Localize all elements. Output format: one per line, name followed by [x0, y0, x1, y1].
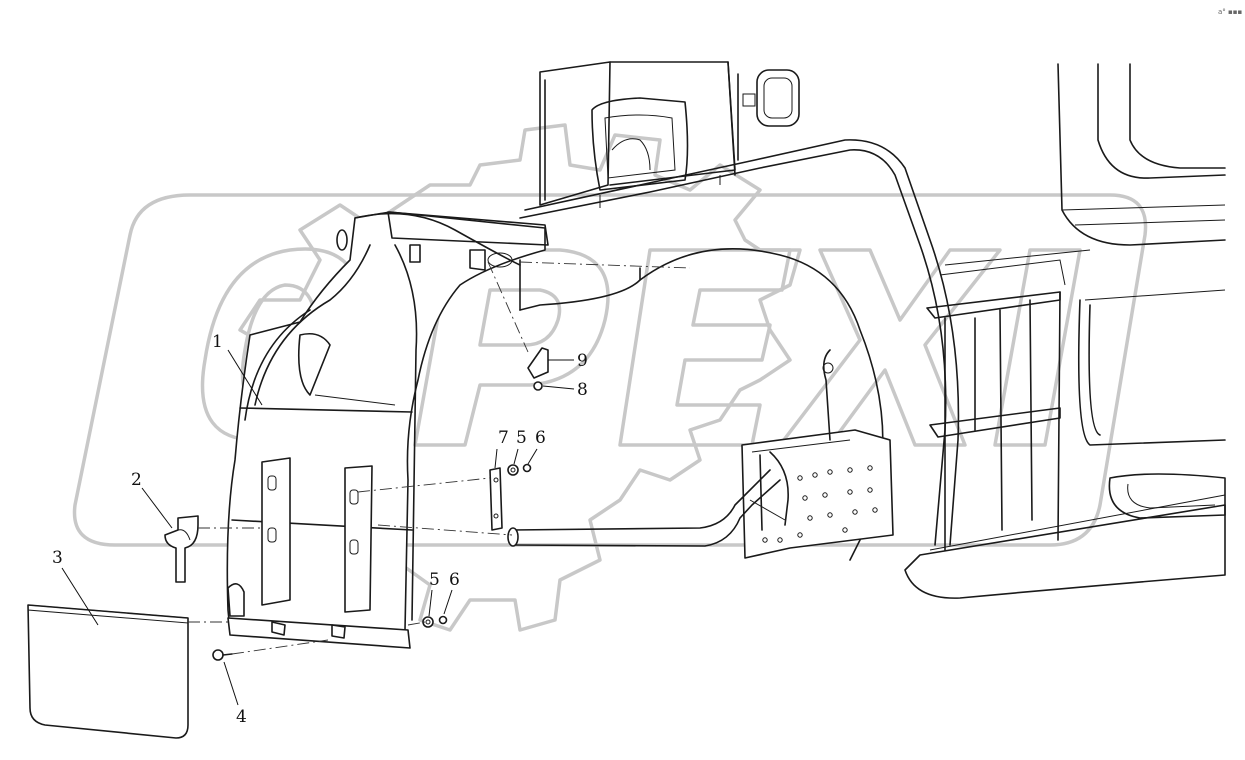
- parts-5-6-upper: [507, 463, 532, 476]
- callout-6-upper: 6: [535, 428, 546, 448]
- part-7-bracket: [489, 467, 503, 531]
- fender-top-rail: [387, 211, 549, 246]
- callout-3: 3: [52, 548, 63, 568]
- part-8-screw: [533, 381, 543, 391]
- callout-8: 8: [577, 380, 588, 400]
- callout-4: 4: [236, 707, 247, 727]
- callout-labels: 1 2 3 4 5 6 7 5 6 8 9: [52, 332, 588, 727]
- fender-corner-bracket: [227, 583, 245, 617]
- callout-7: 7: [498, 428, 509, 448]
- fender-strap-right: [344, 465, 373, 613]
- watermark-letter-i: [993, 248, 1082, 447]
- cab-front-pillar: [1057, 63, 1226, 246]
- cab-door-panel: [539, 61, 611, 206]
- rear-fender-main: [226, 211, 549, 649]
- entry-step-lower: [929, 407, 1061, 438]
- part-2-clamp: [164, 515, 199, 583]
- part-4-bolt: [212, 649, 233, 661]
- truck-cab-body: [519, 61, 1226, 599]
- wheel-arch-opening: [519, 248, 884, 561]
- watermark-letter-x: [778, 248, 1002, 447]
- corner-mark: a° ▪▪▪: [1218, 8, 1243, 16]
- watermark-letter-p: [413, 248, 610, 447]
- callout-9: 9: [577, 351, 588, 371]
- cab-window-vent: [591, 97, 689, 191]
- fender-inner-recess: [297, 332, 331, 396]
- parts-5-6-lower: [422, 615, 448, 628]
- leader-lines: [61, 349, 575, 706]
- callout-5-upper: 5: [516, 428, 527, 448]
- callout-6-lower: 6: [449, 570, 460, 590]
- part-3-mud-flap: [27, 604, 189, 739]
- front-bumper: [904, 504, 1226, 599]
- part-9-clip: [527, 347, 549, 379]
- watermark-letter-e: [618, 248, 792, 447]
- fender-bottom-flange: [227, 617, 411, 649]
- callout-1: 1: [212, 332, 223, 352]
- bracket-holes: [762, 465, 878, 543]
- callout-5-lower: 5: [429, 570, 440, 590]
- side-marker-lamp: [756, 69, 800, 127]
- entry-step-upper: [926, 291, 1061, 319]
- mounting-tube: [507, 469, 786, 547]
- bumper-grille-slot: [1108, 473, 1226, 519]
- callout-2: 2: [131, 470, 142, 490]
- assembly-lines: [188, 261, 691, 655]
